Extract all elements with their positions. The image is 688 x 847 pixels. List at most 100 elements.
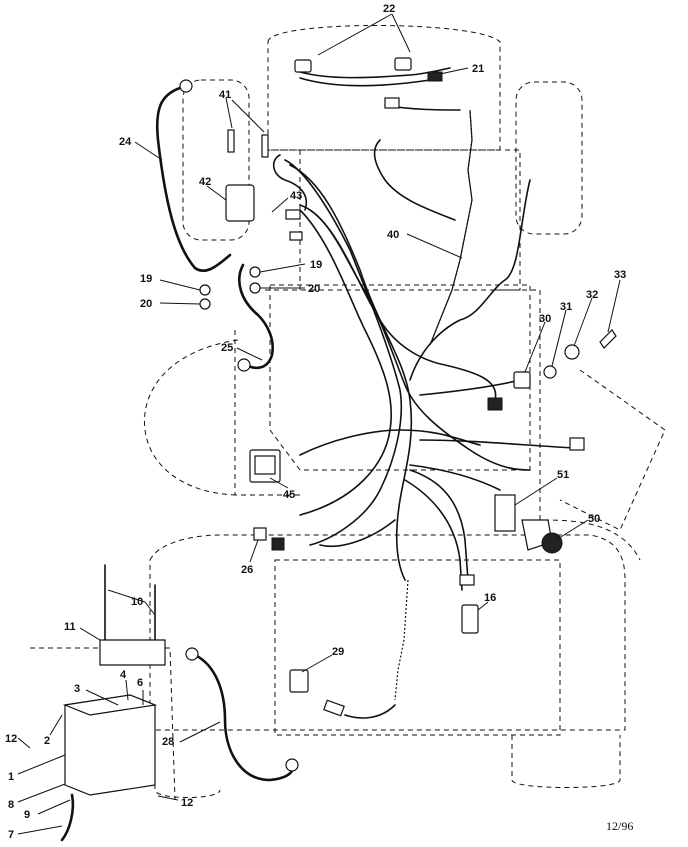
coil-wire-40	[429, 109, 473, 346]
callouts: 22 21 24 41 42 43 40 19 20 19 20 25 30 3…	[5, 3, 633, 841]
hood-outline	[267, 25, 501, 151]
right-fender-outline	[495, 289, 641, 561]
callout-16: 16	[484, 592, 496, 604]
callout-51: 51	[557, 469, 569, 481]
harness-main-d	[309, 209, 497, 401]
leader-22	[317, 13, 411, 56]
callout-28: 28	[162, 736, 174, 748]
right-front-wheel-outline	[515, 81, 583, 235]
right-rear-wheel-outline	[511, 735, 621, 788]
left-body-outline	[143, 339, 241, 496]
callout-29: 29	[332, 646, 344, 658]
leader-21	[439, 67, 469, 75]
leader-3	[85, 689, 119, 706]
callout-30: 30	[539, 313, 551, 325]
bracket-51	[494, 494, 516, 532]
dash-panel-outline	[269, 284, 531, 471]
cable-28-top-terminal	[185, 647, 199, 661]
leader-12-bottom	[157, 795, 179, 801]
date-code: 12/96	[606, 819, 633, 833]
callout-33: 33	[614, 269, 626, 281]
washer-19-left	[199, 284, 211, 296]
upper-frame-outline	[262, 149, 521, 291]
cable-ring-terminal	[179, 79, 193, 93]
callout-11: 11	[64, 621, 76, 633]
harness-to-pto	[409, 464, 501, 491]
leader-12-top	[17, 737, 31, 749]
headlight-left	[294, 59, 312, 73]
leader-28	[179, 721, 221, 743]
callout-40: 40	[387, 229, 399, 241]
bolt-41-b	[261, 134, 269, 158]
bolt-41-a	[227, 129, 235, 153]
switch-30-body	[513, 371, 531, 389]
components	[199, 57, 617, 717]
callout-7: 7	[8, 829, 14, 841]
callout-4: 4	[120, 669, 127, 681]
harness-hood-lights-2	[299, 77, 431, 87]
callout-31: 31	[560, 301, 572, 313]
leader-41	[225, 97, 265, 133]
callout-10: 10	[131, 596, 143, 608]
leader-11	[79, 627, 101, 641]
seat-area-outline	[274, 559, 561, 736]
harness-hood-lights	[299, 67, 451, 79]
leader-1	[17, 754, 66, 775]
leader-45	[269, 477, 289, 489]
headlight-right	[394, 57, 412, 71]
leader-31	[551, 309, 567, 367]
callout-50: 50	[588, 513, 600, 525]
nut-20-left	[199, 298, 211, 310]
battery-bracket	[99, 639, 166, 666]
callout-3: 3	[74, 683, 80, 695]
callout-43: 43	[290, 190, 302, 202]
connector-51	[487, 397, 503, 411]
switch-50-knob	[541, 532, 563, 554]
callout-41: 41	[219, 89, 231, 101]
washer-32	[564, 344, 580, 360]
harness-main-a	[289, 164, 413, 581]
leader-10	[107, 589, 156, 616]
connector-upper	[384, 97, 400, 109]
coil-wire-lower-end	[344, 704, 396, 719]
harness-main-e	[299, 209, 393, 516]
relay-26-b	[271, 537, 285, 551]
leader-19-right	[259, 263, 306, 273]
callout-32: 32	[586, 289, 598, 301]
harness-to-lower-terminal	[319, 519, 396, 548]
coil-wire-40-wrap	[431, 111, 473, 341]
callout-20-left: 20	[140, 298, 152, 310]
callout-22: 22	[383, 3, 395, 15]
callout-25: 25	[221, 342, 233, 354]
leader-24	[134, 141, 163, 161]
harness-main-b	[284, 159, 403, 546]
module-45-face	[254, 455, 276, 475]
switch-29-body	[289, 669, 309, 693]
callout-24: 24	[119, 136, 132, 148]
callout-19-right: 19	[310, 259, 322, 271]
left-front-wheel-outline	[182, 79, 250, 241]
harness-to-switch-30	[419, 379, 521, 396]
leader-30	[524, 321, 546, 373]
leader-7	[17, 825, 63, 835]
callout-42: 42	[199, 176, 211, 188]
harness-to-ign	[419, 439, 576, 449]
callout-19-left: 19	[140, 273, 152, 285]
callout-26: 26	[241, 564, 253, 576]
ground-cable-25	[238, 263, 274, 370]
leader-43	[271, 197, 289, 213]
leader-26	[249, 539, 259, 563]
battery-tray-outline	[30, 647, 176, 801]
harness-to-front-right	[373, 139, 456, 221]
callout-20-right: 20	[308, 283, 320, 295]
leader-25	[236, 347, 263, 361]
connector-21	[427, 71, 443, 82]
harness-to-seat	[409, 469, 469, 581]
leader-9	[37, 799, 71, 815]
lower-frame-outline	[149, 534, 626, 731]
battery-cable-24	[155, 86, 232, 273]
seat-switch-16	[461, 604, 479, 634]
leader-42	[206, 185, 227, 201]
leader-40	[406, 233, 463, 259]
